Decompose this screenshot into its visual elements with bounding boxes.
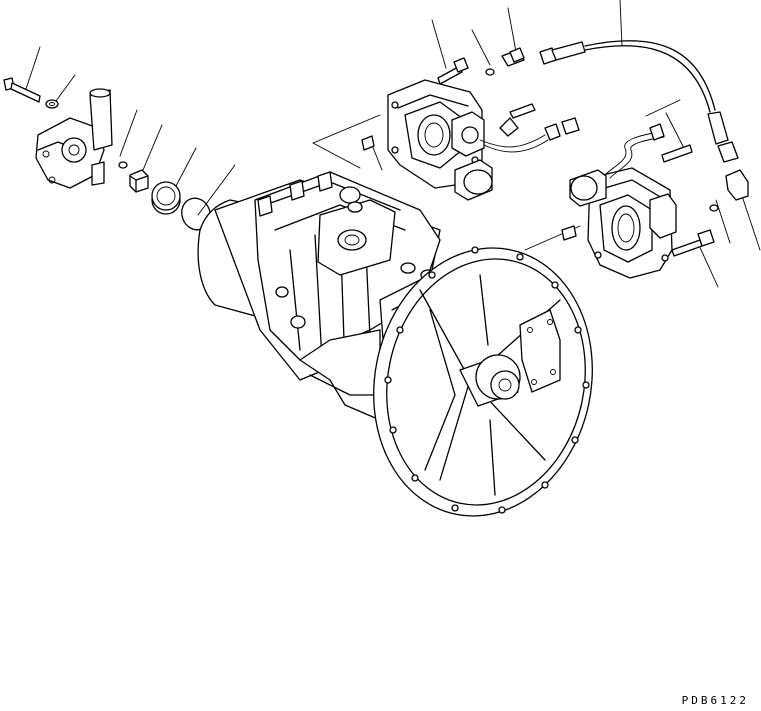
right-regulator [562, 124, 748, 278]
drawing-code: PDB6122 [681, 694, 749, 707]
upper-regulator [362, 48, 579, 200]
coupling-block [130, 170, 148, 192]
pilot-hose [540, 41, 738, 162]
elbow-fitting [36, 89, 112, 188]
spacer-collar [152, 182, 180, 214]
bolt-left [4, 78, 40, 102]
washer-left [46, 100, 58, 108]
o-ring-small [119, 162, 127, 168]
flywheel-flange [349, 227, 616, 536]
leader-lines [24, 0, 760, 287]
